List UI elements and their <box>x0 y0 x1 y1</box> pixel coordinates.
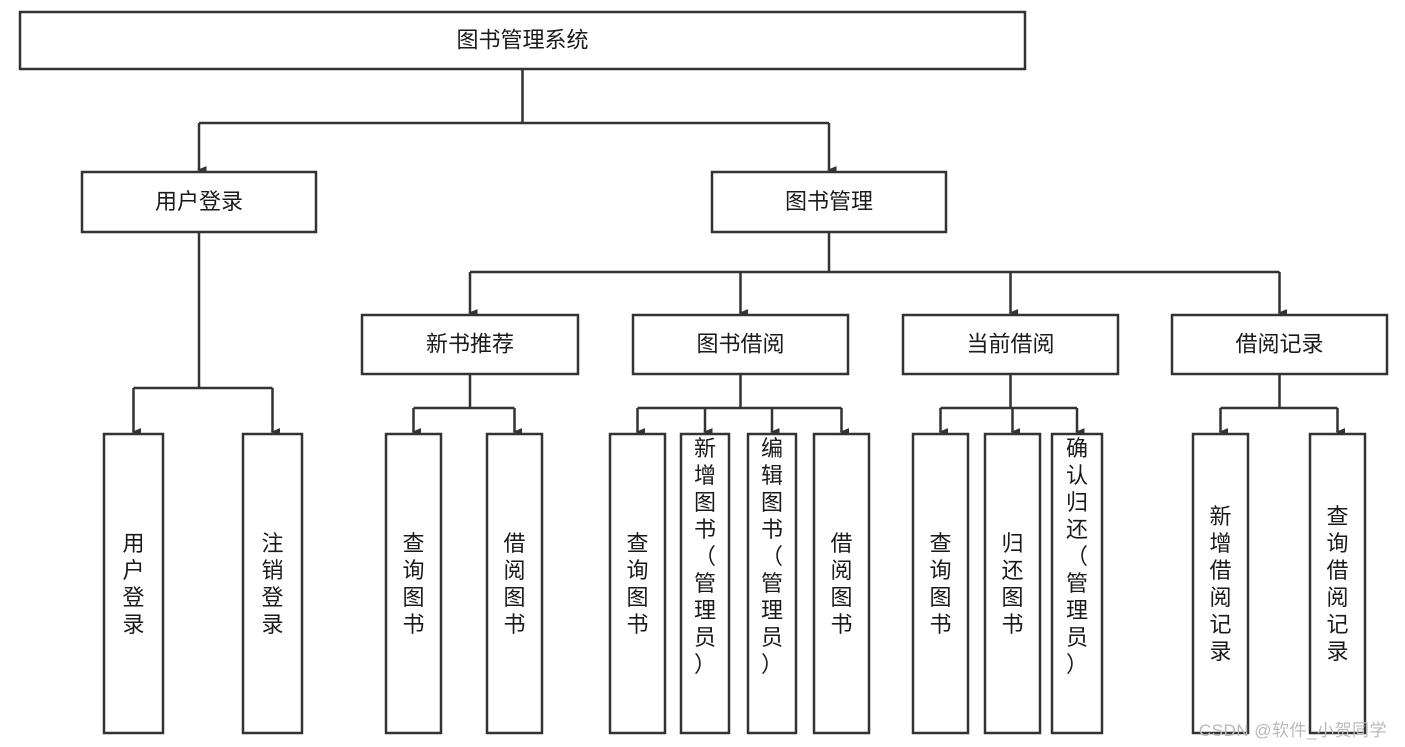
node-user-login-label: 用户登录 <box>155 189 243 214</box>
node-current-borrow-box[interactable] <box>901 313 1120 376</box>
node-borrow-records[interactable]: 借阅记录 <box>1170 313 1389 376</box>
node-book-borrow-box[interactable] <box>631 313 850 376</box>
node-leaf-user-login[interactable]: 用户登录 <box>102 432 165 735</box>
node-leaf-return-book[interactable]: 归还图书 <box>983 432 1042 735</box>
node-leaf-add-borrow-record-label: 新增借阅记录 <box>1209 504 1231 664</box>
node-user-login[interactable]: 用户登录 <box>80 170 318 234</box>
node-leaf-query-book-borrow-label: 查询图书 <box>626 531 648 637</box>
node-borrow-records-label: 借阅记录 <box>1235 331 1323 356</box>
node-leaf-query-book-borrow-box[interactable] <box>608 432 667 735</box>
node-book-borrow-label: 图书借阅 <box>696 331 784 356</box>
node-leaf-query-borrow-record-label: 查询借阅记录 <box>1326 504 1348 664</box>
node-leaf-query-book-current-label: 查询图书 <box>929 531 951 637</box>
node-leaf-add-borrow-record-box[interactable] <box>1191 432 1250 735</box>
node-current-borrow[interactable]: 当前借阅 <box>901 313 1120 376</box>
node-leaf-borrow-book-rec-box[interactable] <box>485 432 544 735</box>
node-leaf-query-book-current[interactable]: 查询图书 <box>911 432 970 735</box>
node-leaf-add-borrow-record[interactable]: 新增借阅记录 <box>1191 432 1250 735</box>
node-leaf-logout-login[interactable]: 注销登录 <box>241 432 304 735</box>
node-leaf-borrow-book-borrow[interactable]: 借阅图书 <box>812 432 871 735</box>
node-leaf-query-borrow-record[interactable]: 查询借阅记录 <box>1308 432 1367 735</box>
node-leaf-logout-login-label: 注销登录 <box>261 531 283 637</box>
node-leaf-add-book-admin[interactable]: 新增图书（管理员） <box>679 432 731 735</box>
node-leaf-query-book-rec-box[interactable] <box>384 432 443 735</box>
connector-edges <box>131 69 1346 436</box>
node-leaf-confirm-return-admin-box[interactable] <box>1050 432 1104 735</box>
node-leaf-borrow-book-borrow-box[interactable] <box>812 432 871 735</box>
node-root[interactable]: 图书管理系统 <box>18 10 1027 71</box>
node-book-manage[interactable]: 图书管理 <box>710 170 948 234</box>
node-leaf-confirm-return-admin-label: 确认归还（管理员） <box>1066 436 1088 677</box>
node-leaf-add-book-admin-box[interactable] <box>679 432 731 735</box>
node-leaf-confirm-return-admin[interactable]: 确认归还（管理员） <box>1050 432 1104 735</box>
node-current-borrow-label: 当前借阅 <box>966 331 1054 356</box>
node-leaf-edit-book-admin-box[interactable] <box>746 432 798 735</box>
node-book-borrow[interactable]: 图书借阅 <box>631 313 850 376</box>
node-book-manage-label: 图书管理 <box>785 189 873 214</box>
node-leaf-user-login-box[interactable] <box>102 432 165 735</box>
node-leaf-borrow-book-rec[interactable]: 借阅图书 <box>485 432 544 735</box>
node-root-label: 图书管理系统 <box>456 27 588 52</box>
node-leaf-return-book-label: 归还图书 <box>1001 531 1023 637</box>
node-root-box[interactable] <box>18 10 1027 71</box>
node-new-book-recommend[interactable]: 新书推荐 <box>360 313 580 376</box>
node-borrow-records-box[interactable] <box>1170 313 1389 376</box>
node-leaf-user-login-label: 用户登录 <box>122 531 144 637</box>
node-boxes: 图书管理系统用户登录图书管理新书推荐图书借阅当前借阅借阅记录用户登录注销登录查询… <box>18 10 1389 735</box>
node-user-login-box[interactable] <box>80 170 318 234</box>
node-leaf-borrow-book-rec-label: 借阅图书 <box>503 531 525 637</box>
node-leaf-logout-login-box[interactable] <box>241 432 304 735</box>
node-leaf-edit-book-admin-label: 编辑图书（管理员） <box>761 436 783 677</box>
node-leaf-add-book-admin-label: 新增图书（管理员） <box>694 436 716 677</box>
node-leaf-query-book-current-box[interactable] <box>911 432 970 735</box>
node-leaf-return-book-box[interactable] <box>983 432 1042 735</box>
node-leaf-query-book-rec-label: 查询图书 <box>402 531 424 637</box>
node-leaf-borrow-book-borrow-label: 借阅图书 <box>830 531 852 637</box>
node-leaf-query-book-borrow[interactable]: 查询图书 <box>608 432 667 735</box>
node-leaf-edit-book-admin[interactable]: 编辑图书（管理员） <box>746 432 798 735</box>
node-leaf-query-book-rec[interactable]: 查询图书 <box>384 432 443 735</box>
node-leaf-query-borrow-record-box[interactable] <box>1308 432 1367 735</box>
node-book-manage-box[interactable] <box>710 170 948 234</box>
node-new-book-recommend-box[interactable] <box>360 313 580 376</box>
node-new-book-recommend-label: 新书推荐 <box>426 331 514 356</box>
